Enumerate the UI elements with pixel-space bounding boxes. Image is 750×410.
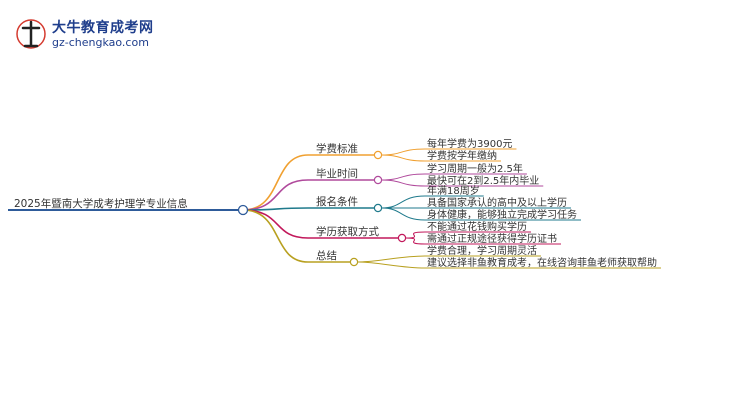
leaf-connector	[381, 173, 426, 181]
leaf-connector	[357, 255, 426, 263]
branch-connector	[242, 179, 309, 211]
logo-mark-icon	[16, 19, 46, 49]
branch-node-dot	[373, 203, 383, 213]
leaf-label: 身体健康，能够独立完成学习任务	[427, 208, 577, 221]
branch-label: 学费标准	[316, 142, 358, 155]
branch-node-dot	[397, 233, 407, 243]
leaf-connector	[381, 154, 426, 162]
branch-label: 学历获取方式	[316, 225, 379, 238]
leaf-connector	[381, 195, 426, 209]
leaf-connector	[381, 148, 426, 156]
branch-node-dot	[373, 150, 383, 160]
branch-node-dot	[349, 257, 359, 267]
mind-map-nodes: 2025年暨南大学成考护理学专业信息 学费标准 每年学费为3900元学费按学年缴纳毕…	[14, 137, 657, 269]
leaf-connector	[381, 179, 426, 187]
root-node-dot	[237, 204, 249, 216]
mind-map-edges	[8, 148, 661, 269]
branch-label: 总结	[316, 249, 337, 262]
leaf-label: 具备国家承认的高中及以上学历	[427, 196, 567, 209]
leaf-connector	[405, 231, 426, 239]
leaf-label: 每年学费为3900元	[427, 137, 512, 150]
leaf-label: 学费合理，学习周期灵活	[427, 244, 537, 257]
leaf-label: 建议选择非鱼教育成考，在线咨询菲鱼老师获取帮助	[427, 256, 657, 269]
brand-logo: 大牛教育成考网 gz-chengkao.com	[14, 14, 164, 54]
leaf-label: 学习周期一般为2.5年	[427, 162, 523, 175]
leaf-connector	[405, 237, 426, 245]
branch-node-dot	[373, 175, 383, 185]
branch-connector	[242, 154, 309, 211]
branch-connector	[242, 209, 309, 263]
leaf-connector	[357, 261, 426, 269]
leaf-label: 不能通过花钱购买学历	[427, 220, 527, 233]
leaf-connector	[381, 207, 426, 221]
branch-connector	[242, 207, 309, 211]
leaf-label: 需通过正规途径获得学历证书	[427, 232, 557, 245]
branch-label: 毕业时间	[316, 167, 358, 180]
leaf-label: 年满18周岁	[427, 184, 480, 197]
root-node-label: 2025年暨南大学成考护理学专业信息	[14, 197, 188, 210]
branch-label: 报名条件	[316, 195, 358, 208]
leaf-label: 最快可在2到2.5年内毕业	[427, 174, 539, 187]
logo-title: 大牛教育成考网	[52, 20, 154, 36]
logo-url: gz-chengkao.com	[52, 36, 149, 49]
leaf-label: 学费按学年缴纳	[427, 149, 497, 162]
